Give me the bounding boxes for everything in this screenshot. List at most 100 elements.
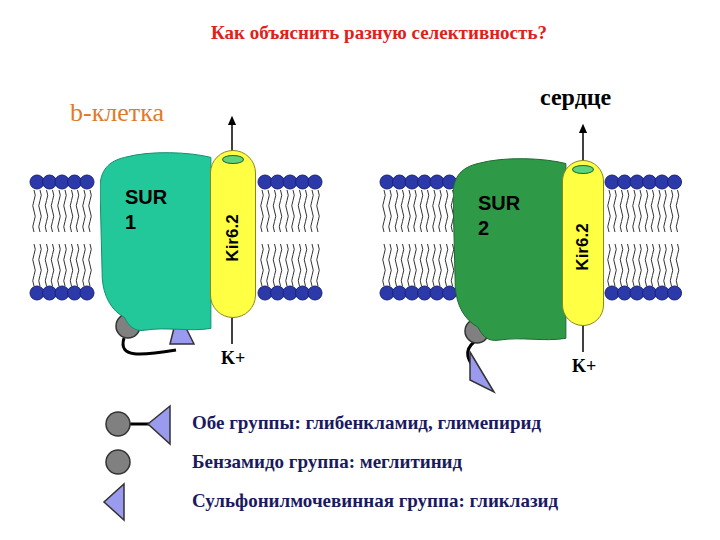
lipid-tail xyxy=(317,190,320,232)
lipid-head xyxy=(68,175,82,189)
lipid-tail xyxy=(614,244,617,286)
legend-text: Бензамидо группа: меглитинид xyxy=(192,451,462,473)
lipid-tail xyxy=(298,190,301,232)
lipid-tail xyxy=(614,190,617,232)
lipid-head xyxy=(393,286,407,300)
lipid-tail xyxy=(89,244,92,286)
lipid-tail xyxy=(311,190,314,232)
lipid-tail xyxy=(45,190,48,232)
lipid-tail xyxy=(426,244,429,286)
lipid-tail xyxy=(676,190,679,232)
lipid-tail xyxy=(279,244,282,286)
lipid-tail xyxy=(76,190,79,232)
lipid-head xyxy=(308,175,322,189)
lipid-tail xyxy=(33,244,36,286)
legend-triangle xyxy=(104,484,124,520)
lipid-tail xyxy=(620,190,623,232)
ion-label: K+ xyxy=(221,348,245,369)
lipid-tail xyxy=(33,190,36,232)
lipid-tail xyxy=(401,244,404,286)
lipid-tail xyxy=(433,190,436,232)
lipid-tail xyxy=(676,244,679,286)
lipid-head xyxy=(618,175,632,189)
lipid-head xyxy=(271,175,285,189)
lipid-head xyxy=(418,286,432,300)
lipid-tail xyxy=(286,190,289,232)
lipid-tail xyxy=(658,244,661,286)
lipid-head xyxy=(668,286,682,300)
lipid-tail xyxy=(389,190,392,232)
lipid-tail xyxy=(83,244,86,286)
cell-label: b-клетка xyxy=(70,98,164,128)
lipid-tail xyxy=(658,190,661,232)
sur-subunit: SUR 1 xyxy=(100,152,212,332)
lipid-head xyxy=(405,175,419,189)
lipid-head xyxy=(418,175,432,189)
tissue-label: сердце xyxy=(540,84,611,111)
lipid-tail xyxy=(311,244,314,286)
sur-subunit: SUR 2 xyxy=(453,158,567,342)
lipid-tail xyxy=(633,190,636,232)
ion-arrow xyxy=(582,128,584,164)
lipid-tail xyxy=(51,190,54,232)
kir-channel: Kir6.2 xyxy=(210,150,256,318)
channel-pore xyxy=(572,165,594,174)
slide-title: Как объяснить разную селективность? xyxy=(211,22,547,44)
lipid-head xyxy=(655,286,669,300)
lipid-tail xyxy=(286,244,289,286)
lipid-tail xyxy=(664,190,667,232)
lipid-tail xyxy=(420,190,423,232)
lipid-head xyxy=(443,286,457,300)
lipid-head xyxy=(630,286,644,300)
sur-outline xyxy=(453,159,566,341)
ion-label: K+ xyxy=(572,356,596,377)
lipid-tail xyxy=(292,190,295,232)
lipid-tail xyxy=(279,190,282,232)
legend-text: Обе группы: глибенкламид, глимепирид xyxy=(192,412,541,434)
lipid-tail xyxy=(267,190,270,232)
lipid-tail xyxy=(58,244,61,286)
lipid-tail xyxy=(317,244,320,286)
legend-triangle xyxy=(148,406,170,444)
lipid-tail xyxy=(51,244,54,286)
lipid-tail xyxy=(626,244,629,286)
sur-shape xyxy=(453,158,567,342)
lipid-head xyxy=(643,286,657,300)
lipid-head xyxy=(80,286,94,300)
lipid-head xyxy=(43,286,57,300)
lipid-tail xyxy=(414,190,417,232)
lipid-head xyxy=(655,175,669,189)
lipid-tail xyxy=(670,190,673,232)
lipid-tail xyxy=(267,244,270,286)
lipid-tail xyxy=(292,244,295,286)
lipid-head xyxy=(430,286,444,300)
lipid-tail xyxy=(83,190,86,232)
lipid-tail xyxy=(408,244,411,286)
subunit-label: SUR 1 xyxy=(125,185,173,235)
lipid-head xyxy=(643,175,657,189)
lipid-tail xyxy=(39,190,42,232)
lipid-head xyxy=(55,286,69,300)
lipid-head xyxy=(430,175,444,189)
lipid-tail xyxy=(608,244,611,286)
lipid-tail xyxy=(45,244,48,286)
lipid-tail xyxy=(383,244,386,286)
lipid-head xyxy=(283,286,297,300)
legend-circle xyxy=(106,450,130,474)
lipid-tail xyxy=(651,244,654,286)
lipid-head xyxy=(296,286,310,300)
lipid-tail xyxy=(70,190,73,232)
lipid-head xyxy=(668,175,682,189)
lipid-head xyxy=(80,175,94,189)
lipid-tail xyxy=(76,244,79,286)
lipid-tail xyxy=(89,190,92,232)
sur-shape xyxy=(100,152,212,332)
lipid-tail xyxy=(401,190,404,232)
lipid-tail xyxy=(261,190,264,232)
lipid-tail xyxy=(433,244,436,286)
lipid-tail xyxy=(664,244,667,286)
lipid-tail xyxy=(420,244,423,286)
lipid-tail xyxy=(608,190,611,232)
lipid-head xyxy=(68,286,82,300)
lipid-tail xyxy=(383,190,386,232)
